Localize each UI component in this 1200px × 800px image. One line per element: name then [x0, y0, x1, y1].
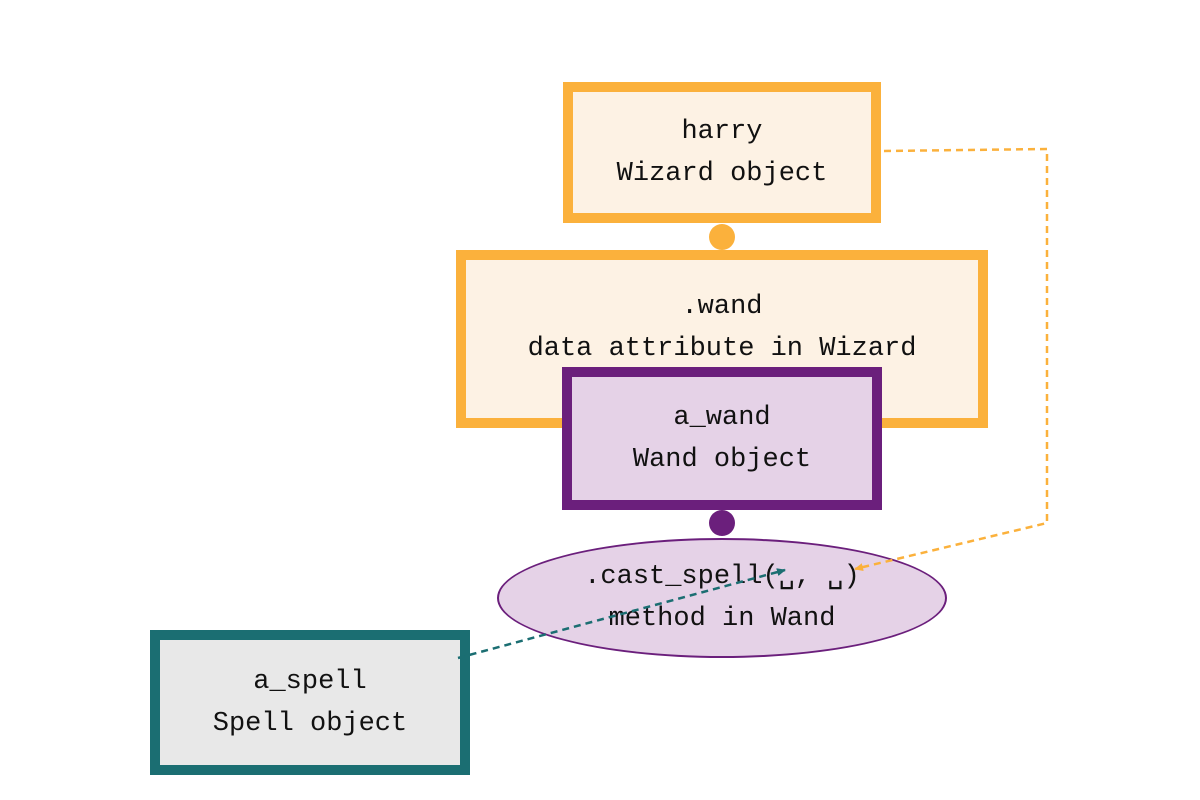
- harry-type: Wizard object: [616, 158, 828, 189]
- wand-attribute-type: data attribute in Wizard: [527, 334, 917, 364]
- harry-wizard-box: harry Wizard object: [563, 82, 881, 223]
- spell-object-box: a_spell Spell object: [150, 630, 470, 775]
- cast-spell-method-ellipse: .cast_spell(␣, ␣) method in Wand: [497, 538, 947, 658]
- harry-wand-connector-dot: [709, 224, 735, 250]
- method-type: method in Wand: [608, 604, 836, 634]
- wand-object-name: a_wand: [673, 402, 771, 433]
- wand-attribute-name: .wand: [681, 292, 763, 322]
- wand-object-box: a_wand Wand object: [562, 367, 882, 510]
- spell-name: a_spell: [253, 666, 367, 697]
- wand-object-type: Wand object: [632, 444, 812, 475]
- harry-name: harry: [681, 116, 763, 147]
- wand-method-connector-dot: [709, 510, 735, 536]
- spell-type: Spell object: [212, 708, 408, 739]
- method-name: .cast_spell(␣, ␣): [584, 562, 860, 592]
